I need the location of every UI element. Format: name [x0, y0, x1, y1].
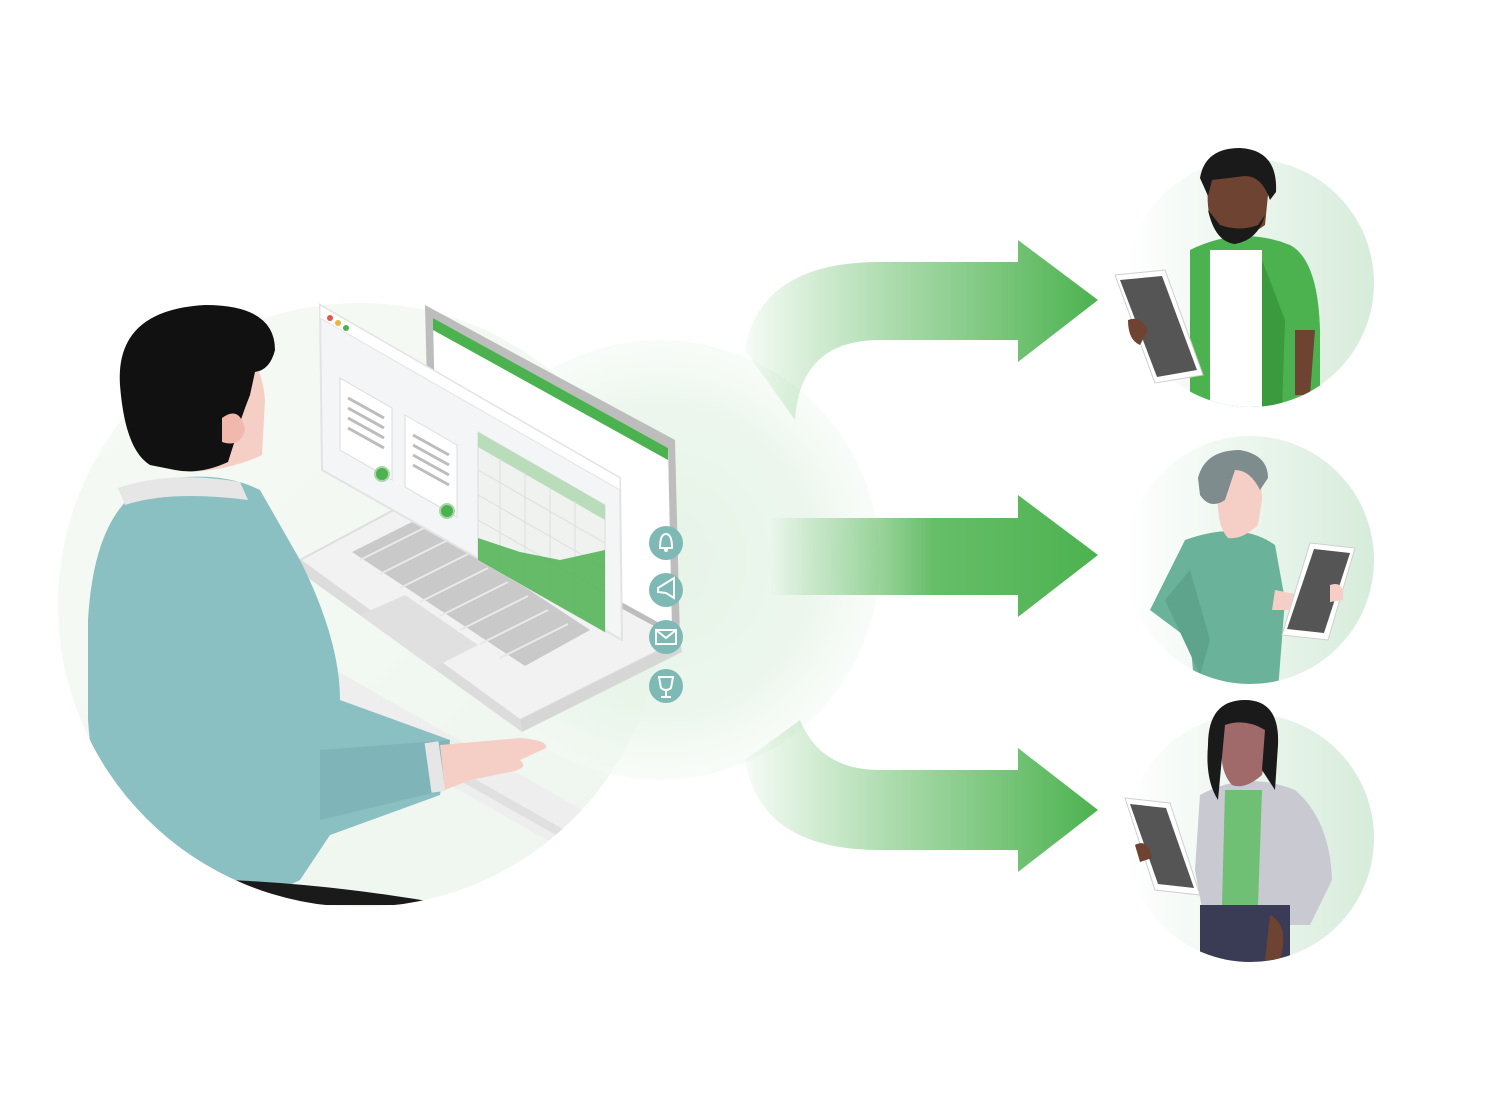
envelope-icon	[649, 620, 683, 654]
certificate-document	[339, 377, 393, 482]
trophy-icon	[649, 669, 683, 703]
certificate-seal	[439, 503, 455, 519]
recipient-1	[1114, 148, 1374, 407]
recipient-3-head	[1207, 700, 1279, 800]
recipient-1-head	[1200, 148, 1277, 244]
laptop-screen-header	[433, 318, 668, 460]
bell-icon	[649, 526, 683, 560]
recipient-2-top	[1150, 531, 1285, 684]
megaphone-icon	[649, 573, 683, 607]
tablet	[1114, 269, 1204, 384]
recipient-2-hair	[1198, 450, 1268, 504]
area-chart-fill	[478, 538, 605, 632]
laptop-keyboard	[352, 518, 590, 666]
recipient-1-shirt	[1210, 250, 1262, 407]
certificate-seal	[374, 466, 390, 482]
laptop-trackpad	[360, 595, 478, 668]
tablet	[1124, 797, 1201, 896]
recipient-2	[1126, 436, 1374, 684]
area-chart-panel	[477, 431, 606, 633]
arrow-to-recipient-middle	[770, 495, 1098, 617]
recipient-2-head	[1198, 450, 1268, 539]
tablet-screen	[1287, 549, 1350, 633]
presenter-ear	[222, 413, 245, 444]
recipient-1-hair	[1200, 148, 1277, 200]
side-icons	[649, 526, 683, 703]
recipient-3-shirt	[1222, 790, 1262, 905]
presenter-hand	[440, 738, 547, 790]
maximize-dot	[343, 325, 349, 331]
arrows	[745, 240, 1098, 872]
tablet-screen	[1130, 804, 1194, 888]
presenter-person	[88, 476, 547, 905]
browser-window	[318, 303, 624, 642]
arrow-to-recipient-bottom	[745, 720, 1098, 872]
recipient-3	[1124, 700, 1374, 962]
tablet	[1281, 542, 1356, 641]
recipient-3-hair	[1207, 700, 1279, 800]
tablet-screen	[1120, 276, 1197, 377]
recipient-1-beard	[1208, 210, 1265, 244]
presenter-scene	[58, 303, 880, 907]
presenter-head	[119, 305, 275, 472]
close-dot	[327, 315, 333, 321]
certificate-document	[404, 414, 458, 519]
minimize-dot	[335, 320, 341, 326]
arrow-to-recipient-top	[745, 240, 1098, 420]
